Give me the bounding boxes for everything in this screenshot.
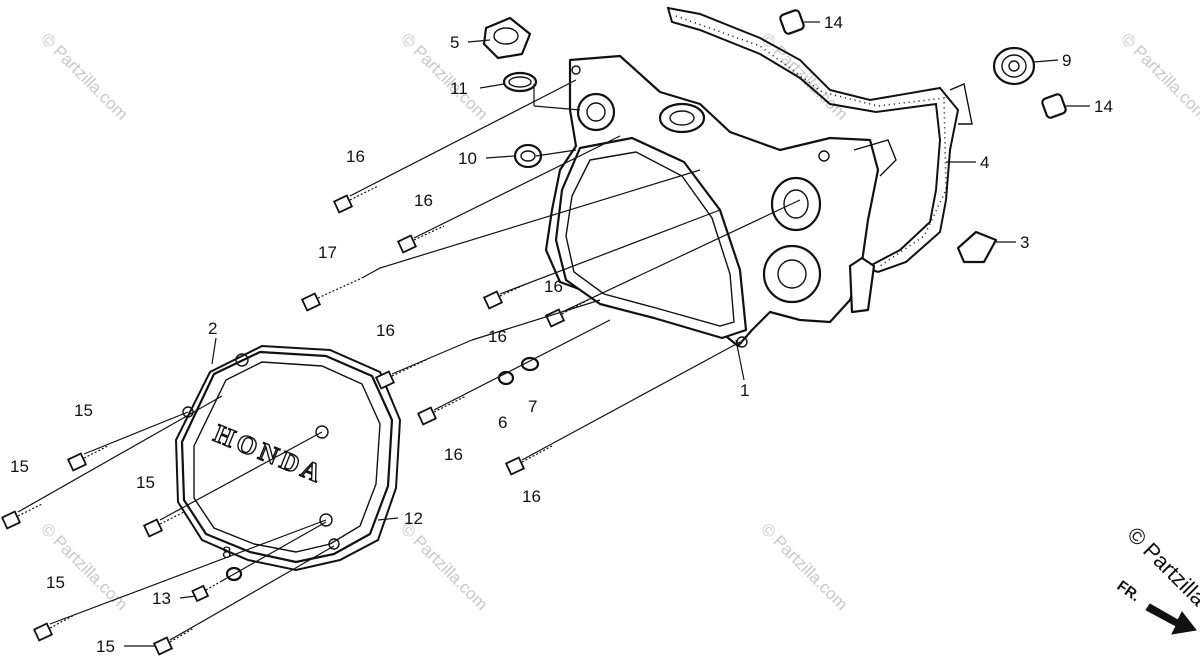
callout-label: 16 bbox=[444, 445, 463, 464]
callout-label: 14 bbox=[824, 13, 843, 32]
callout-label: 15 bbox=[136, 473, 155, 492]
callout-label: 2 bbox=[208, 319, 217, 338]
dowel-pin-lower bbox=[1041, 93, 1067, 119]
callout-label: 5 bbox=[450, 33, 459, 52]
o-ring bbox=[502, 71, 538, 93]
bolt bbox=[332, 185, 379, 214]
bolt bbox=[396, 225, 445, 254]
callout-label: 16 bbox=[522, 487, 541, 506]
leader-lines bbox=[17, 21, 1090, 647]
watermark-text: © Partzilla.com bbox=[1117, 29, 1200, 123]
callout-label: 10 bbox=[458, 149, 477, 168]
inspection-plug bbox=[956, 230, 998, 264]
callout-label: 14 bbox=[1094, 97, 1113, 116]
watermark-text: © Partzilla.com bbox=[397, 519, 491, 613]
bolt bbox=[191, 581, 221, 603]
callout-label: 15 bbox=[96, 637, 115, 656]
callout-label: 8 bbox=[222, 543, 231, 562]
oil-seal bbox=[513, 143, 543, 169]
bolt bbox=[374, 359, 427, 390]
washer-7 bbox=[520, 356, 540, 372]
direction-label: FR. bbox=[1114, 577, 1144, 605]
callout-label: 6 bbox=[498, 413, 507, 432]
front-arrow-icon bbox=[1145, 603, 1197, 635]
bolt bbox=[300, 277, 363, 312]
dowel-pin-upper bbox=[779, 9, 805, 35]
callout-label: 17 bbox=[318, 243, 337, 262]
bearing bbox=[992, 46, 1036, 86]
bolt bbox=[32, 613, 77, 642]
watermark-text: © Partzilla.com bbox=[397, 29, 491, 123]
callout-label: 1 bbox=[740, 381, 749, 400]
bolt bbox=[66, 445, 109, 472]
callout-label: 16 bbox=[488, 327, 507, 346]
bolt bbox=[482, 283, 527, 310]
callout-label: 16 bbox=[414, 191, 433, 210]
callout-label: 16 bbox=[376, 321, 395, 340]
callout-label: 15 bbox=[46, 573, 65, 592]
callout-label: 9 bbox=[1062, 51, 1071, 70]
bolt bbox=[544, 299, 589, 328]
bolt bbox=[416, 395, 467, 426]
callout-label: 4 bbox=[980, 153, 989, 172]
callout-label: 15 bbox=[10, 457, 29, 476]
callout-label: 7 bbox=[528, 397, 537, 416]
bolt bbox=[0, 503, 43, 530]
bolt bbox=[504, 445, 553, 476]
callout-label: 15 bbox=[74, 401, 93, 420]
crankcase-cover bbox=[544, 54, 897, 348]
bolt bbox=[142, 511, 185, 538]
watermark-text: © Partzilla.com bbox=[37, 29, 131, 123]
callout-label: 16 bbox=[544, 277, 563, 296]
callout-label: 11 bbox=[450, 79, 468, 98]
callout-label: 16 bbox=[346, 147, 365, 166]
watermark-text: © Partzilla.com bbox=[37, 519, 131, 613]
callout-label: 12 bbox=[404, 509, 423, 528]
watermark-text: © Partzilla.com bbox=[757, 519, 851, 613]
oil-filler-cap bbox=[482, 16, 532, 60]
callout-label: 13 bbox=[152, 589, 171, 608]
callout-label: 3 bbox=[1020, 233, 1029, 252]
callouts: 1 2 3 4 5 6 7 8 9 10 11 12 13 14 14 15 1… bbox=[10, 13, 1113, 656]
clutch-cover: HONDA bbox=[174, 344, 402, 572]
bolt bbox=[152, 627, 195, 656]
